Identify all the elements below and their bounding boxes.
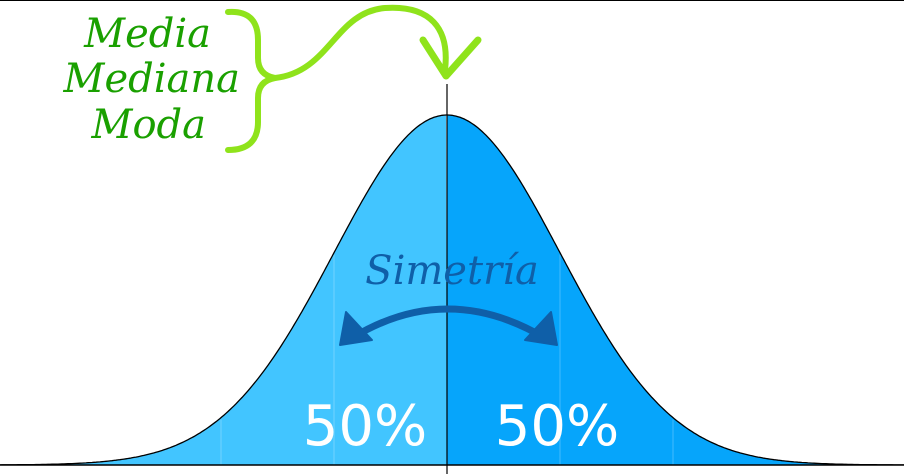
right-half-area — [447, 115, 904, 465]
connector-curve — [272, 4, 449, 81]
left-half-area — [0, 115, 447, 465]
symmetry-arc — [348, 305, 549, 342]
label-mediana: Mediana — [63, 56, 240, 102]
arrow-left-icon — [339, 311, 373, 346]
symmetry-label: Simetría — [365, 248, 539, 294]
right-percent-label: 50% — [495, 394, 619, 459]
label-moda: Moda — [91, 102, 207, 148]
label-media: Media — [83, 11, 211, 57]
bell-curve-outline — [0, 114, 904, 466]
arrow-right-icon — [524, 311, 558, 346]
arrow-down-icon — [419, 36, 482, 80]
sigma-bands — [220, 254, 674, 465]
left-percent-label: 50% — [303, 394, 427, 459]
